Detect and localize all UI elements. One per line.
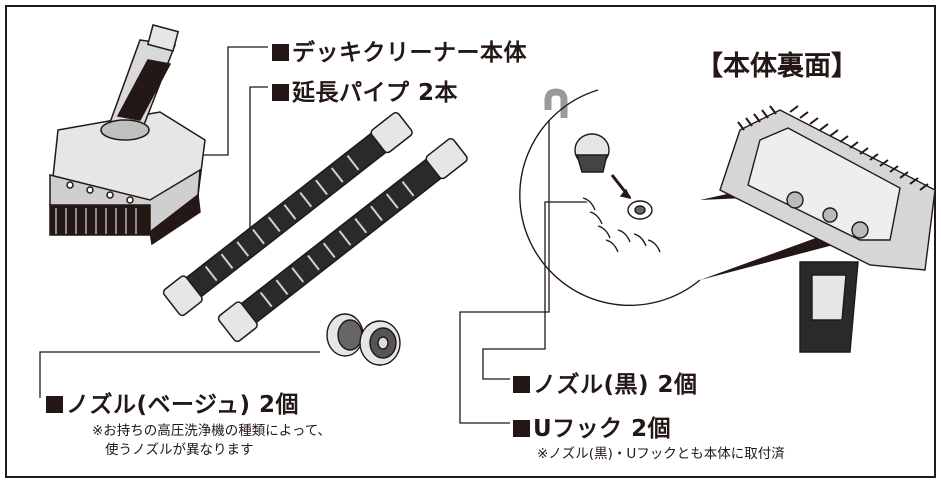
item-label: デッキクリーナー本体 <box>292 40 527 66</box>
bullet-square-icon <box>46 396 63 413</box>
note-line: 使うノズルが異なります <box>105 442 254 458</box>
item-u-hook: Uフック 2個 <box>513 409 671 443</box>
item-beige-nozzle: ノズル(ベージュ) 2個 <box>46 385 299 419</box>
page-title: 【本体裏面】 <box>696 51 858 82</box>
detail-magnifier <box>519 89 701 306</box>
item-label: Uフック 2個 <box>533 416 672 442</box>
item-deck-cleaner: デッキクリーナー本体 <box>272 33 527 67</box>
u-hook-drawing <box>544 88 568 118</box>
black-nozzle-drawing <box>574 133 632 200</box>
leader-line-beige-nozzle <box>39 351 320 398</box>
leader-line-black-nozzle <box>482 201 590 380</box>
bullet-square-icon <box>272 84 289 101</box>
beige-nozzle-drawing <box>326 313 401 366</box>
item-extension-pipe: 延長パイプ 2本 <box>272 73 458 107</box>
bullet-square-icon <box>513 376 530 393</box>
note-hook: ※ノズル(黒)・Uフックとも本体に取付済 <box>537 446 785 462</box>
item-label: 延長パイプ 2本 <box>292 80 459 106</box>
extension-pipe-drawing <box>162 111 468 343</box>
item-label: ノズル(ベージュ) 2個 <box>66 392 299 418</box>
deck-cleaner-drawing <box>49 24 206 246</box>
cleaner-underside-drawing <box>719 105 936 353</box>
bullet-square-icon <box>272 44 289 61</box>
item-label: ノズル(黒) 2個 <box>533 372 698 398</box>
note-beige-nozzle: ※お持ちの高圧洗浄機の種類によって、 使うノズルが異なります <box>92 422 331 460</box>
bullet-square-icon <box>513 420 530 437</box>
leader-line-deck-cleaner <box>186 46 268 156</box>
leader-line-u-hook <box>459 120 550 424</box>
note-line: ※お持ちの高圧洗浄機の種類によって、 <box>92 423 332 439</box>
item-black-nozzle: ノズル(黒) 2個 <box>513 365 698 399</box>
